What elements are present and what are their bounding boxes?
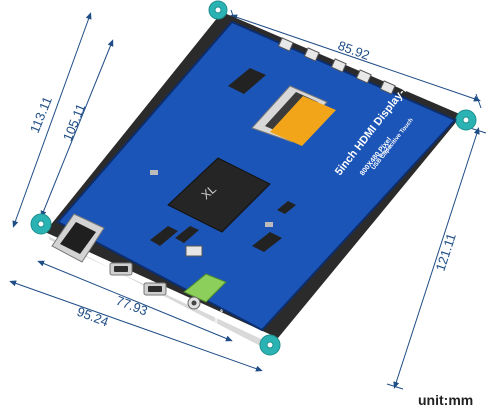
- fpc-connector: [251, 85, 336, 146]
- dim-outer-height: 113.11: [27, 94, 55, 135]
- unit-label: unit:mm: [418, 392, 473, 408]
- audio-jack: [183, 273, 227, 310]
- tactile-buttons: [277, 37, 396, 95]
- dim-right-height: 121.11: [433, 231, 459, 273]
- main-chip: XL: [167, 157, 271, 233]
- dim-top-width: 85.92: [336, 38, 372, 63]
- dim-bottom-inner-width: 77.93: [114, 293, 150, 319]
- dim-inner-height: 105.11: [60, 102, 88, 144]
- micro-usb-ports: [109, 262, 167, 296]
- dim-bottom-outer-width: 95.24: [75, 304, 111, 330]
- hdmi-port: [51, 213, 105, 263]
- dimension-lines: [9, 9, 487, 390]
- mounting-tabs: [30, 0, 477, 356]
- pcb-board: [56, 20, 457, 332]
- small-components: [150, 68, 296, 257]
